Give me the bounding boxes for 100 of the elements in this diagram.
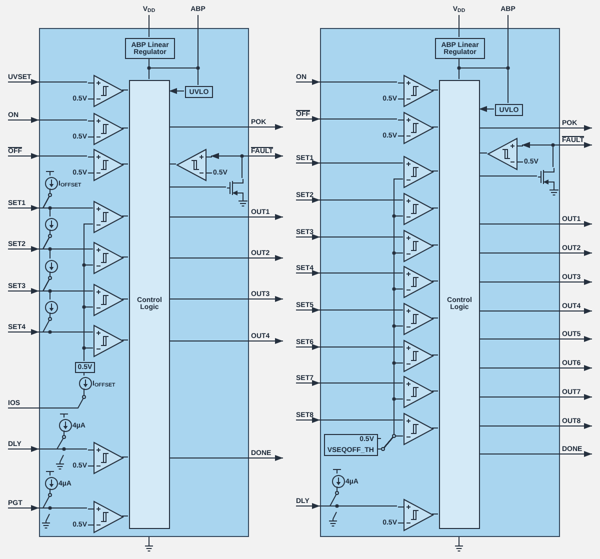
- arrow: [296, 344, 320, 350]
- arrow: [168, 88, 184, 94]
- wire: [42, 271, 50, 300]
- arrow: [210, 153, 284, 159]
- wire: [432, 170, 438, 172]
- wire: [432, 244, 438, 246]
- arrow: [8, 288, 40, 294]
- wire: [432, 354, 438, 356]
- arrow: [168, 124, 284, 130]
- current-source-symbol: [58, 418, 72, 432]
- arrow: [8, 117, 40, 123]
- mosfet-symbol: [538, 168, 560, 198]
- uvlo-block: [495, 104, 523, 116]
- wire: [320, 346, 404, 348]
- current-source-symbol: [44, 260, 58, 272]
- arrow: [296, 234, 320, 240]
- arrow: [296, 116, 320, 122]
- comparator-symbol: [88, 501, 123, 533]
- arrow: [168, 296, 284, 302]
- comparator-symbol: [398, 75, 433, 107]
- comparator-symbol: [177, 149, 212, 181]
- comparator-symbol: [94, 242, 123, 274]
- arrow: [478, 451, 592, 457]
- comparator-symbol: [88, 149, 123, 181]
- arrow: [478, 125, 592, 131]
- current-source-symbol: [44, 218, 58, 230]
- arrow: [478, 336, 592, 342]
- arrow: [168, 255, 284, 261]
- arrow: [296, 160, 320, 166]
- arrow: [8, 246, 40, 252]
- arrow: [296, 197, 320, 203]
- wire: [42, 188, 50, 217]
- wire: [148, 58, 150, 80]
- arrow: [296, 417, 320, 423]
- threshold-select-block: [324, 434, 378, 456]
- arrow: [168, 455, 284, 461]
- current-source-symbol: [44, 300, 58, 314]
- wire: [320, 118, 398, 120]
- current-source-symbol: [78, 376, 92, 390]
- wire: [458, 14, 460, 38]
- arrow: [478, 308, 592, 314]
- comparator-symbol: [404, 266, 433, 298]
- wire: [42, 312, 94, 332]
- arrow: [296, 380, 320, 386]
- arrow: [8, 505, 40, 511]
- regulator-block: [125, 38, 175, 59]
- arrow: [522, 142, 592, 148]
- arrow: [168, 338, 284, 344]
- arrow: [296, 270, 320, 276]
- comparator-symbol: [88, 113, 123, 145]
- comparator-symbol: [404, 413, 433, 445]
- wire: [432, 126, 438, 128]
- wire: [8, 388, 84, 408]
- wire: [148, 14, 150, 38]
- arrow: [8, 153, 40, 159]
- arrow: [8, 205, 40, 211]
- wire: [478, 152, 488, 154]
- comparator-symbol: [88, 75, 123, 107]
- wire: [56, 430, 88, 450]
- uvlo-block: [185, 86, 213, 98]
- mosfet-symbol: [227, 179, 249, 209]
- arrow: [478, 365, 592, 371]
- wire: [320, 162, 404, 164]
- current-source-symbol: [44, 476, 58, 490]
- comparator-symbol: [88, 442, 123, 474]
- arrow: [478, 106, 494, 112]
- control-logic-block: [439, 80, 480, 529]
- arrow: [168, 214, 284, 220]
- wire: [42, 488, 88, 508]
- comparator-symbol: [94, 284, 123, 316]
- wire: [42, 229, 50, 259]
- wire: [84, 348, 94, 362]
- wire: [168, 186, 226, 188]
- wire: [320, 272, 404, 274]
- arrow: [478, 279, 592, 285]
- comparator-symbol: [404, 340, 433, 372]
- arrow: [8, 446, 40, 452]
- arrow: [478, 250, 592, 256]
- wire: [320, 382, 404, 384]
- control-logic-block: [129, 80, 170, 529]
- comparator-symbol: [404, 303, 433, 335]
- arrow: [296, 79, 320, 85]
- wire: [432, 280, 438, 282]
- wire: [329, 486, 398, 506]
- comparator-symbol: [398, 112, 433, 144]
- comparator-symbol: [94, 325, 123, 357]
- current-source-symbol: [44, 176, 58, 190]
- arrow: [8, 79, 40, 85]
- arrow: [296, 503, 320, 509]
- arrow: [296, 307, 320, 313]
- arrow: [478, 394, 592, 400]
- wire: [458, 58, 460, 80]
- comparator-symbol: [404, 230, 433, 262]
- regulator-block: [435, 38, 485, 59]
- arrow: [478, 423, 592, 429]
- current-source-symbol: [332, 474, 344, 488]
- wire: [432, 390, 438, 392]
- chip-block: [320, 28, 560, 537]
- comparator-symbol: [404, 376, 433, 408]
- comparator-symbol: [404, 193, 433, 225]
